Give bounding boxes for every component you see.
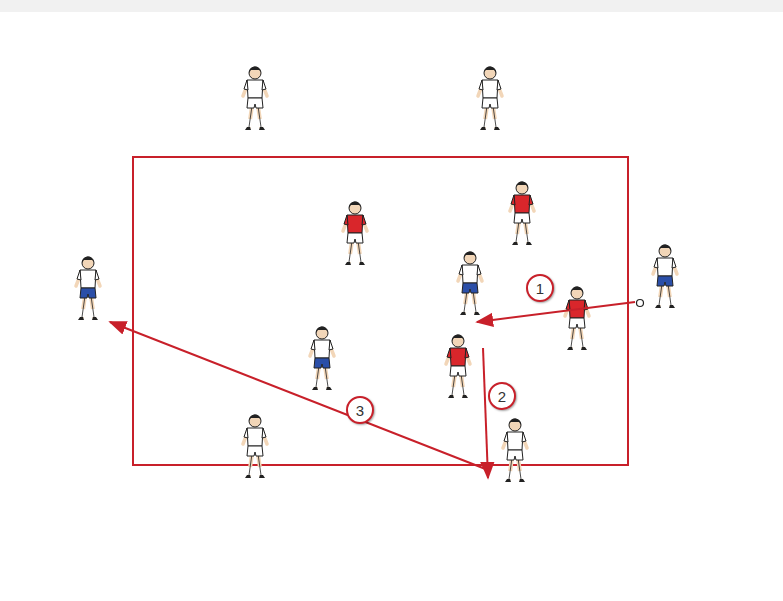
- player-figure: [503, 418, 527, 482]
- pass-arrow: [483, 348, 488, 478]
- pass-arrow: [477, 302, 635, 322]
- player-figure: [243, 66, 267, 130]
- player-figure: [243, 414, 267, 478]
- player-figure: [458, 251, 482, 315]
- player-figure: [510, 181, 534, 245]
- page-band: [0, 0, 783, 12]
- player-figure: [446, 334, 470, 398]
- player-figure: [310, 326, 334, 390]
- player-figure: [343, 201, 367, 265]
- pitch-area: [133, 157, 628, 465]
- callout-number: 2: [488, 382, 516, 410]
- callout-number: 1: [526, 274, 554, 302]
- player-figure: [76, 256, 100, 320]
- player-figure: [653, 244, 677, 308]
- callout-number: 3: [346, 396, 374, 424]
- player-figure: [565, 286, 589, 350]
- ball: [637, 300, 644, 307]
- player-figure: [478, 66, 502, 130]
- pass-arrow: [110, 322, 488, 470]
